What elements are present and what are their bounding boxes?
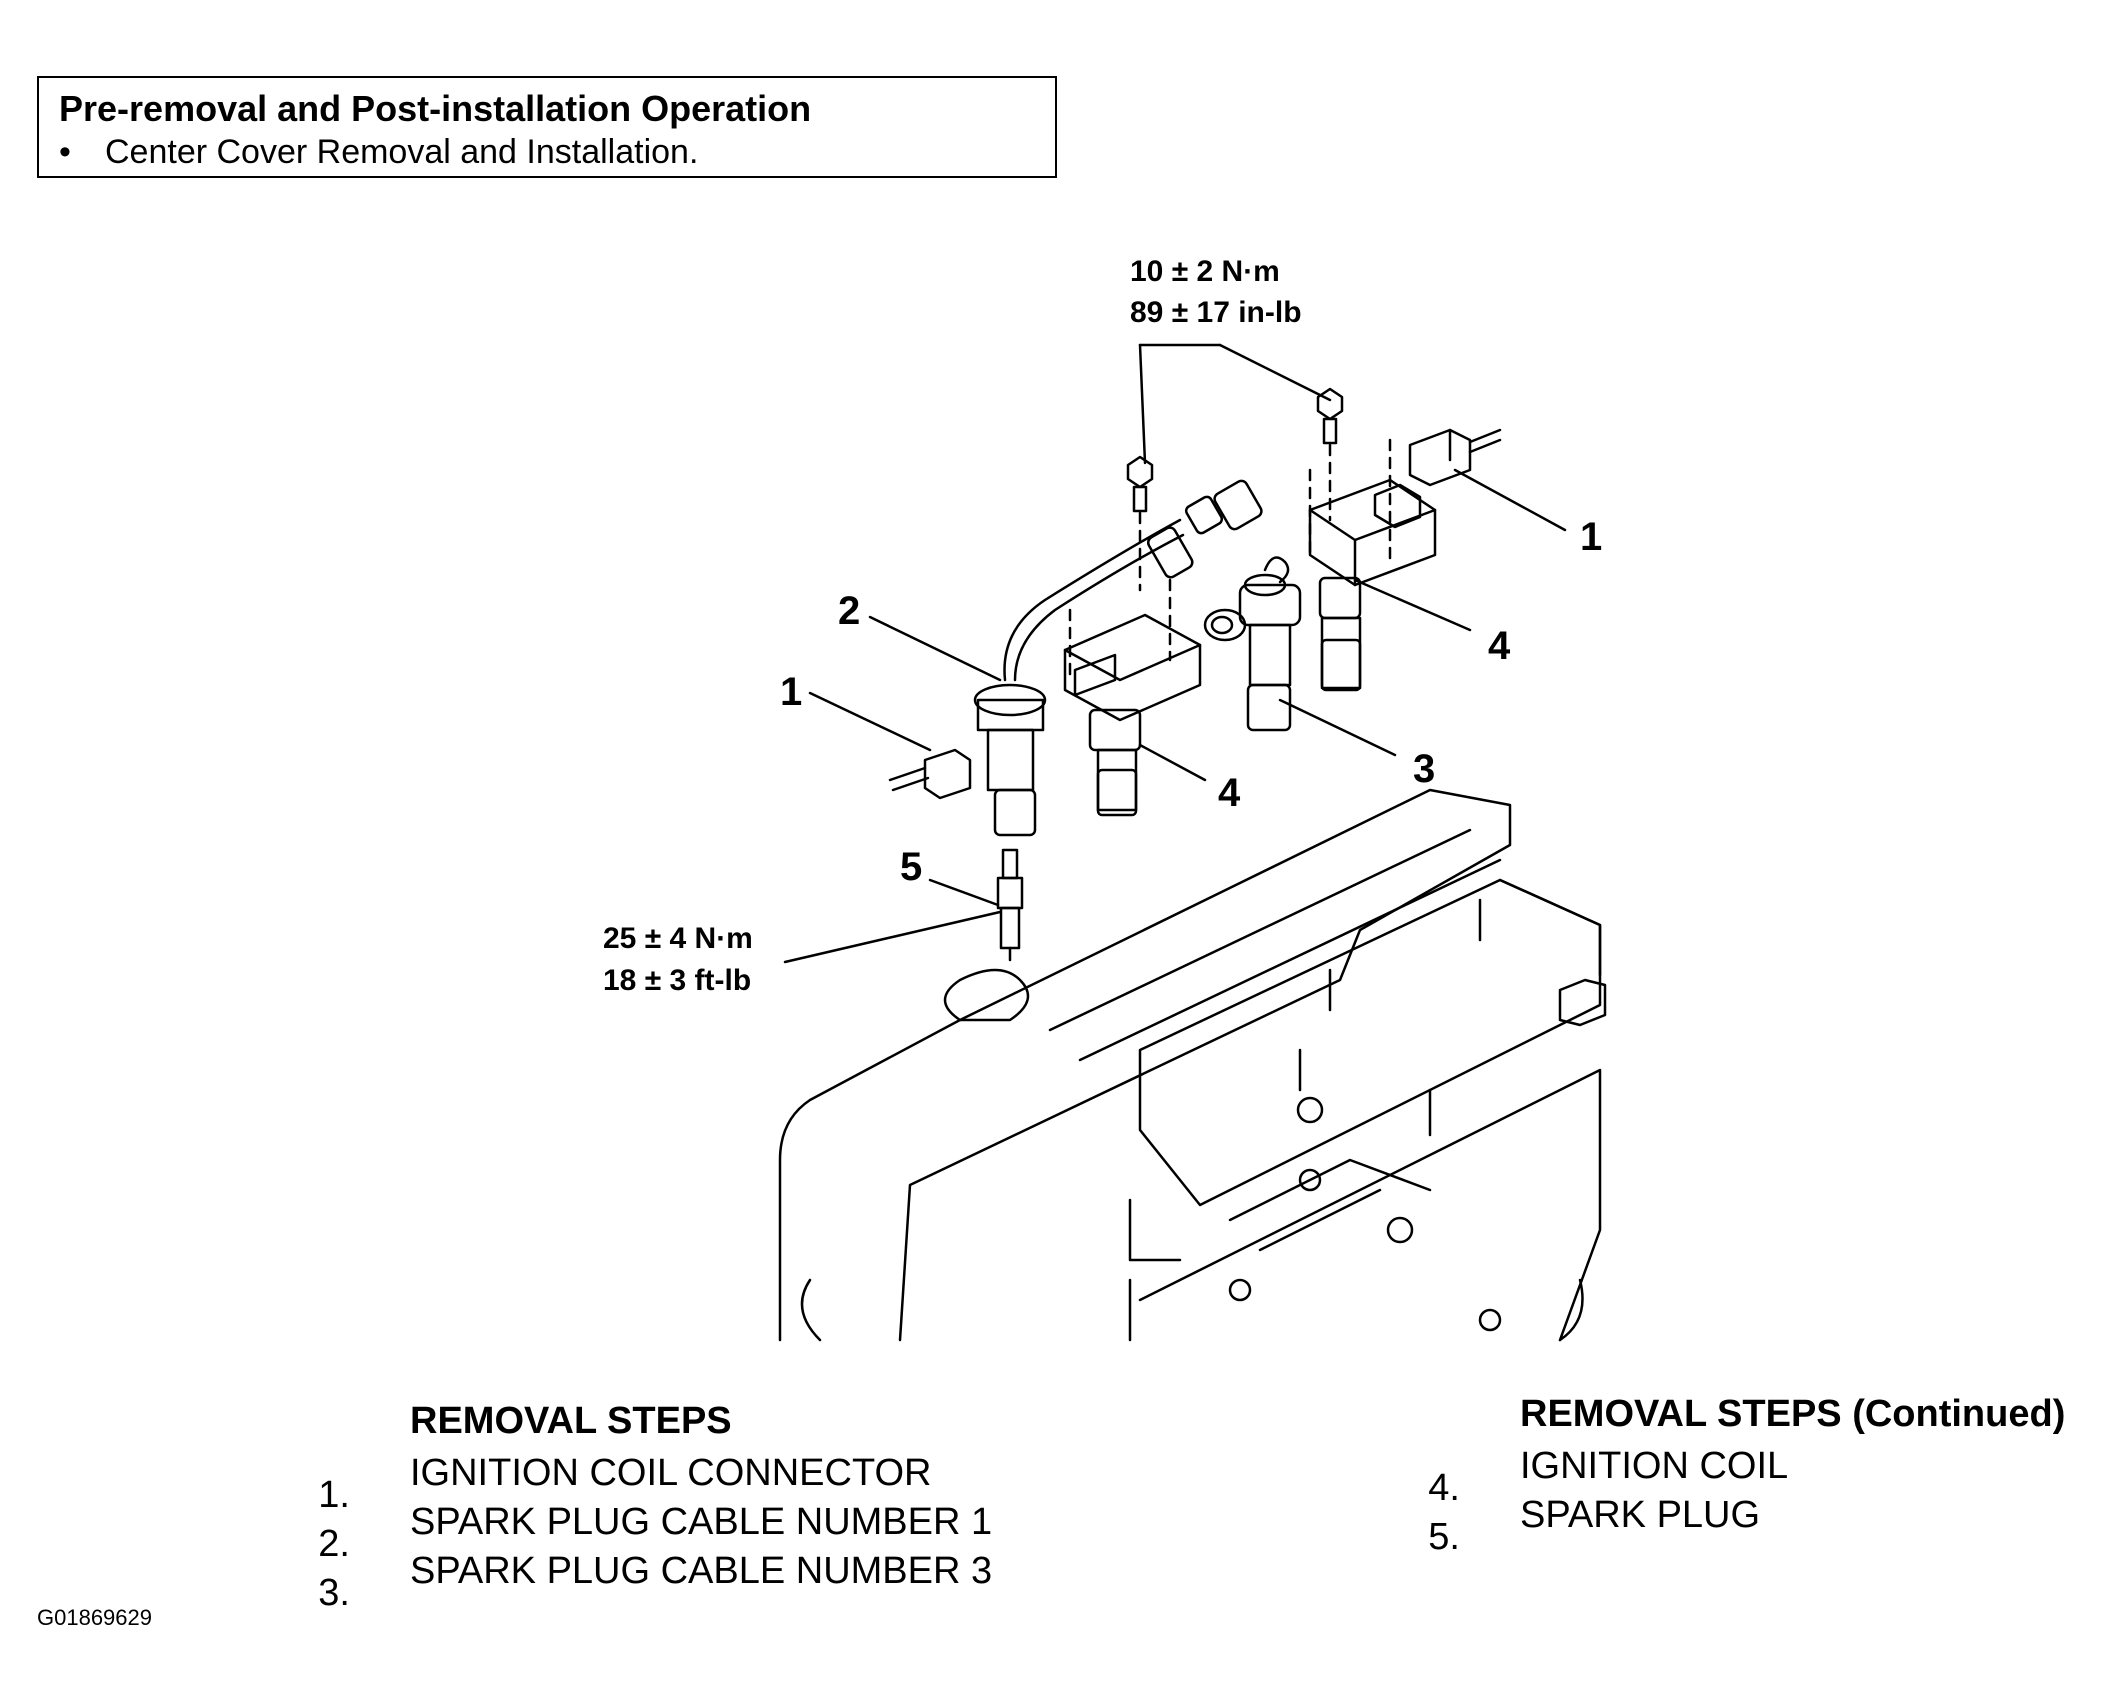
- step-number: 5.: [1428, 1515, 1460, 1558]
- torque-leader-upper: [1138, 343, 1332, 465]
- callout-1-right: 1: [1580, 515, 1602, 559]
- list-item: 5. SPARK PLUG: [1428, 1491, 2065, 1558]
- torque-upper-nm: 10 ± 2 N·m: [1130, 255, 1280, 288]
- spark-plug-cable-1: [868, 479, 1263, 837]
- ignition-coil-right: [1308, 438, 1472, 692]
- bullet: •: [59, 133, 71, 171]
- engine-head: [778, 788, 1607, 1342]
- torque-upper-inlb: 89 ± 17 in-lb: [1130, 296, 1302, 329]
- spark-plug: [928, 848, 1024, 962]
- connector-right: [1408, 428, 1567, 532]
- callout-2: 2: [838, 589, 860, 633]
- step-number: 4.: [1428, 1466, 1460, 1509]
- step-number: 1.: [318, 1473, 350, 1516]
- bolt-right: [1316, 387, 1344, 522]
- callout-5: 5: [900, 845, 922, 889]
- torque-leader-lower: [783, 910, 1002, 964]
- removal-steps-continued-heading: REMOVAL STEPS (Continued): [1520, 1393, 2066, 1435]
- callout-4-left: 4: [1218, 771, 1241, 815]
- callout-1-left: 1: [780, 670, 802, 714]
- callout-4-right: 4: [1488, 624, 1511, 668]
- torque-lower-ftlb: 18 ± 3 ft-lb: [603, 964, 751, 997]
- plug-boot-cable-3: [1203, 556, 1397, 757]
- step-label: SPARK PLUG CABLE NUMBER 3: [410, 1550, 993, 1592]
- connector-left: [808, 691, 972, 800]
- step-label: IGNITION COIL: [1520, 1445, 1789, 1487]
- pre-operation-item: • Center Cover Removal and Installation.: [59, 133, 698, 172]
- step-number: 2.: [318, 1522, 350, 1565]
- pre-operation-title: Pre-removal and Post-installation Operat…: [59, 88, 812, 129]
- list-item: 3. SPARK PLUG CABLE NUMBER 3: [318, 1547, 993, 1614]
- list-item: 2. SPARK PLUG CABLE NUMBER 1: [318, 1498, 993, 1565]
- torque-lower-nm: 25 ± 4 N·m: [603, 922, 753, 955]
- removal-steps: REMOVAL STEPS 1. IGNITION COIL CONNECTOR…: [318, 1400, 993, 1614]
- list-item: 4. IGNITION COIL: [1428, 1442, 2065, 1509]
- bolt-left: [1126, 455, 1154, 592]
- figure-id: G01869629: [37, 1605, 152, 1630]
- removal-steps-heading: REMOVAL STEPS: [410, 1400, 732, 1442]
- step-label: SPARK PLUG: [1520, 1494, 1761, 1536]
- callout-3: 3: [1413, 747, 1435, 791]
- step-label: IGNITION COIL CONNECTOR: [410, 1452, 932, 1494]
- ignition-coil-left: [1063, 578, 1207, 817]
- pre-operation-item-text: Center Cover Removal and Installation.: [105, 133, 699, 171]
- removal-steps-continued: REMOVAL STEPS (Continued) 4. IGNITION CO…: [1428, 1393, 2066, 1558]
- step-number: 3.: [318, 1571, 350, 1614]
- pre-operation-box: Pre-removal and Post-installation Operat…: [37, 76, 1057, 178]
- step-label: SPARK PLUG CABLE NUMBER 1: [410, 1501, 993, 1543]
- list-item: 1. IGNITION COIL CONNECTOR: [318, 1449, 992, 1516]
